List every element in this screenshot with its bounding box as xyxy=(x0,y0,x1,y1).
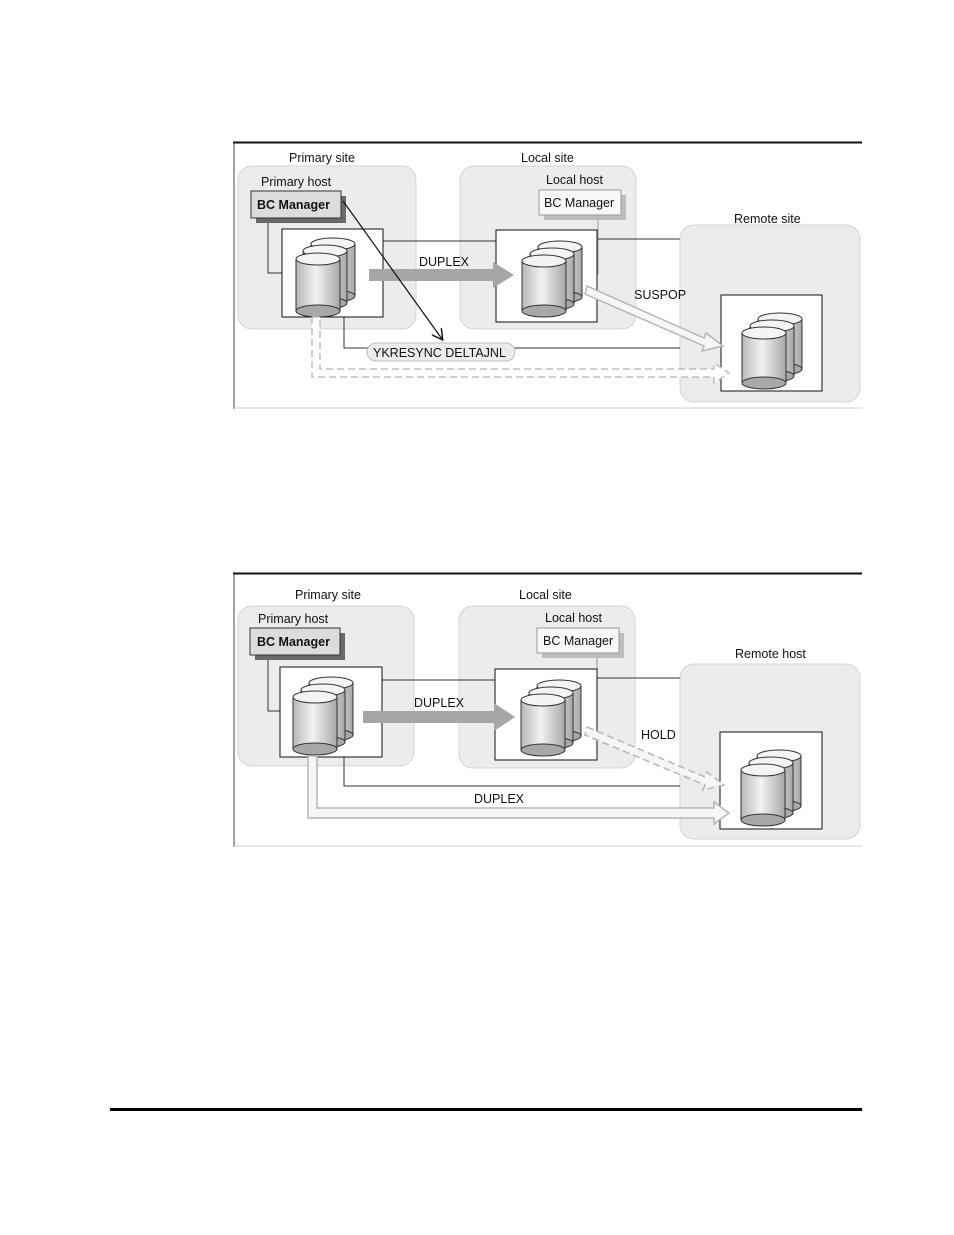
remote-disk-stack-icon xyxy=(742,313,802,389)
primary-disk-stack-icon xyxy=(293,677,353,755)
duplex-primary-remote-label: DUPLEX xyxy=(474,792,525,806)
primary-disk-stack-icon xyxy=(296,238,355,317)
duplex-primary-local-label: DUPLEX xyxy=(414,696,465,710)
primary-host-label: Primary host xyxy=(261,175,332,189)
local-site-label: Local site xyxy=(521,151,574,165)
figure-2-duplex-hold: Primary site Primary host BC Manager Loc… xyxy=(233,572,862,847)
primary-bc-manager-label: BC Manager xyxy=(257,198,330,212)
figure-1-resync-deltajnl: Primary site Primary host BC Manager Loc… xyxy=(233,141,862,409)
local-bc-manager-label: BC Manager xyxy=(543,634,613,648)
local-site-label: Local site xyxy=(519,588,572,602)
primary-host-label: Primary host xyxy=(258,612,329,626)
hold-label: HOLD xyxy=(641,728,676,742)
local-bc-manager-label: BC Manager xyxy=(544,196,614,210)
remote-disk-stack-icon xyxy=(741,750,801,826)
suspop-label: SUSPOP xyxy=(634,288,686,302)
primary-site-label: Primary site xyxy=(295,588,361,602)
local-host-label: Local host xyxy=(545,611,603,625)
page-footer-rule xyxy=(110,1108,862,1111)
command-pill-label: YKRESYNC DELTAJNL xyxy=(373,346,506,360)
remote-site-label: Remote site xyxy=(734,212,801,226)
duplex-label: DUPLEX xyxy=(419,255,470,269)
primary-site-label: Primary site xyxy=(289,151,355,165)
local-host-label: Local host xyxy=(546,173,604,187)
primary-bc-manager-label: BC Manager xyxy=(257,635,330,649)
remote-host-label: Remote host xyxy=(735,647,806,661)
local-disk-stack-icon xyxy=(521,680,581,756)
local-disk-stack-icon xyxy=(522,241,582,317)
